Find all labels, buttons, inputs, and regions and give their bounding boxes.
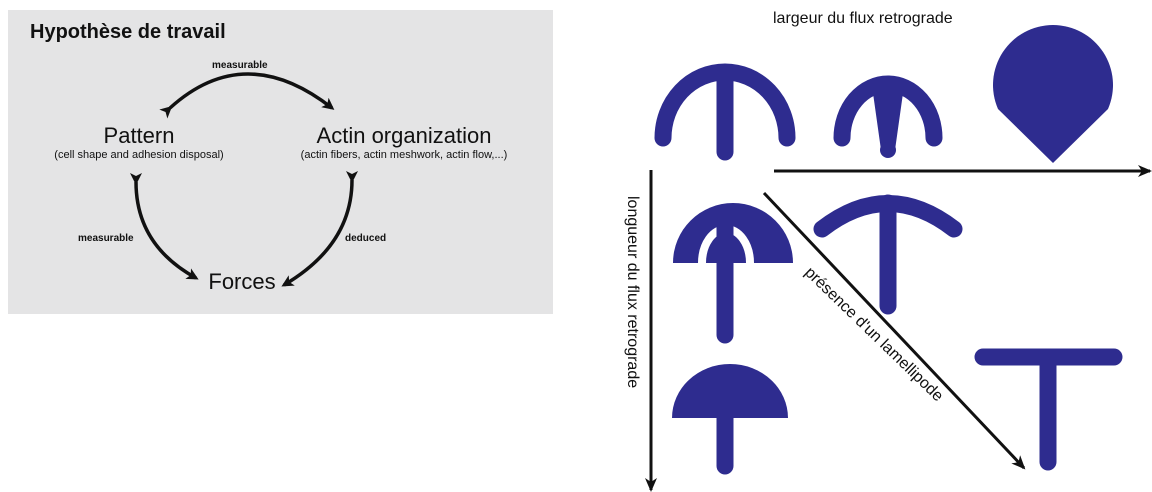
panel-title: Hypothèse de travail bbox=[30, 21, 226, 43]
edge-label-left: measurable bbox=[78, 233, 134, 244]
shape-row2-half-disc-with-arc bbox=[673, 203, 793, 344]
vertical-axis-label: longueur du flux retrograde bbox=[624, 196, 641, 389]
node-pattern: Pattern (cell shape and adhesion disposa… bbox=[30, 124, 248, 162]
arrow-top bbox=[159, 72, 335, 119]
node-actin-label: Actin organization bbox=[316, 123, 492, 148]
shape-row1-arc-with-wedge bbox=[833, 75, 943, 158]
arrow-right bbox=[281, 170, 359, 287]
edge-label-top: measurable bbox=[212, 60, 268, 71]
diagonal-axis-arrow bbox=[762, 191, 1026, 470]
hypothesis-panel: Hypothèse de travail bbox=[8, 10, 553, 314]
node-pattern-subtitle: (cell shape and adhesion disposal) bbox=[54, 149, 224, 161]
node-forces-label: Forces bbox=[208, 269, 276, 294]
cycle-diagram bbox=[129, 72, 359, 287]
arrow-left bbox=[129, 172, 199, 280]
edge-label-right: deduced bbox=[345, 233, 387, 244]
node-actin: Actin organization (actin fibers, actin … bbox=[270, 124, 538, 162]
horizontal-axis-label: largeur du flux retrograde bbox=[773, 10, 953, 27]
node-forces: Forces bbox=[190, 270, 294, 294]
shape-row3-half-disc bbox=[672, 364, 788, 475]
shape-row3-t-bar bbox=[974, 348, 1123, 471]
shape-row1-thin-arc bbox=[654, 63, 796, 161]
shapes bbox=[654, 25, 1123, 475]
shape-row2-flat-arc bbox=[813, 194, 963, 315]
node-pattern-label: Pattern bbox=[103, 123, 175, 148]
shape-row1-teardrop bbox=[992, 25, 1114, 164]
node-actin-subtitle: (actin fibers, actin meshwork, actin flo… bbox=[300, 149, 508, 161]
